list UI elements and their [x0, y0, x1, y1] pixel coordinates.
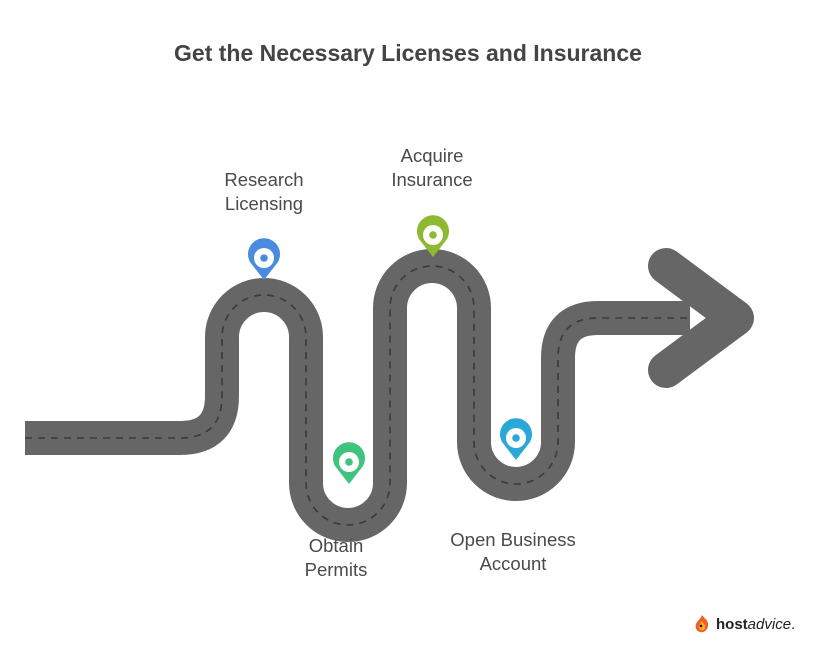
- page-title: Get the Necessary Licenses and Insurance: [174, 40, 642, 66]
- logo-host: host: [716, 615, 748, 633]
- road-center-line: [25, 265, 690, 526]
- step-label-obtain-permits: Obtain Permits: [266, 534, 406, 582]
- flame-mascot-icon: [695, 615, 709, 633]
- step-label-line: Obtain: [308, 535, 364, 556]
- hostadvice-logo: hostadvice.: [692, 612, 795, 636]
- step-label-line: Account: [479, 553, 547, 574]
- logo-advice: advice: [747, 615, 792, 633]
- step-label-line: Research: [224, 169, 304, 190]
- pin-research-licensing-icon: [248, 238, 280, 280]
- step-label-acquire-insurance: Acquire Insurance: [362, 144, 502, 192]
- step-label-line: Licensing: [224, 193, 304, 214]
- pin-acquire-insurance-icon: [417, 215, 449, 257]
- logo-wordmark: hostadvice.: [716, 616, 795, 633]
- step-label-line: Acquire: [400, 145, 464, 166]
- step-label-line: Insurance: [391, 169, 473, 190]
- step-label-open-business-account: Open Business Account: [428, 528, 598, 576]
- logo-dot: .: [791, 615, 796, 633]
- winding-road: [25, 249, 690, 542]
- step-label-line: Permits: [304, 559, 368, 580]
- step-label-line: Open Business: [450, 529, 576, 550]
- pin-open-business-account-icon: [500, 418, 532, 460]
- step-label-research-licensing: Research Licensing: [192, 168, 336, 216]
- pin-obtain-permits-icon: [333, 442, 365, 484]
- arrow-head-icon: [648, 248, 754, 388]
